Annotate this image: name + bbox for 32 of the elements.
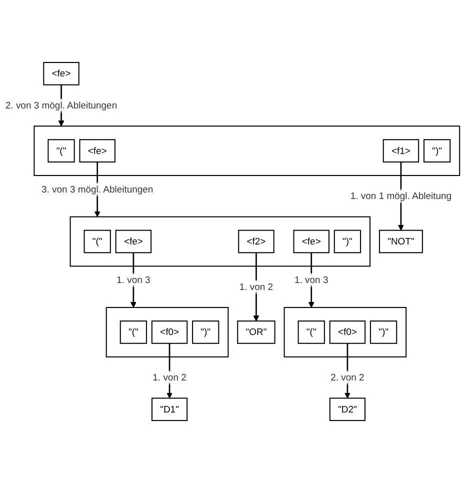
node-box: <f0> [329, 320, 366, 344]
node-box: "(" [48, 139, 75, 162]
node-box: <fe> [293, 230, 330, 254]
edge-label: 2. von 2 [330, 372, 364, 383]
node-box: ")" [334, 230, 362, 254]
node-box: "(" [84, 230, 111, 254]
node-box: <f1> [382, 139, 420, 162]
node-box: <f0> [151, 320, 188, 344]
edge-label: 1. von 2 [239, 281, 274, 292]
node-box: ")" [192, 320, 220, 344]
cluster [106, 306, 229, 358]
node-box: "OR" [237, 320, 276, 344]
node-box: "(" [120, 320, 147, 344]
node-box: <f2> [238, 230, 274, 254]
edge-label: 1. von 3 [116, 274, 150, 286]
cluster [34, 126, 460, 176]
node-box: "NOT" [378, 230, 423, 254]
node-box: "D2" [329, 398, 366, 422]
cluster [70, 216, 370, 267]
edge-label: 1. von 3 [294, 274, 328, 286]
node-box: "(" [298, 320, 325, 344]
edge-label: 2. von 3 mögl. Ableitungen [5, 100, 118, 111]
node-box: <fe> [43, 62, 80, 86]
edge-label: 1. von 2 [152, 372, 186, 383]
cluster [284, 306, 407, 358]
node-box: ")" [370, 320, 398, 344]
node-box: <fe> [115, 230, 152, 254]
node-box: <fe> [79, 139, 116, 162]
edge-label: 3. von 3 mögl. Ableitungen [42, 184, 154, 194]
edge-label: 1. von 1 mögl. Ableitung [350, 190, 452, 202]
node-box: ")" [423, 139, 451, 162]
node-box: "D1" [151, 398, 188, 422]
